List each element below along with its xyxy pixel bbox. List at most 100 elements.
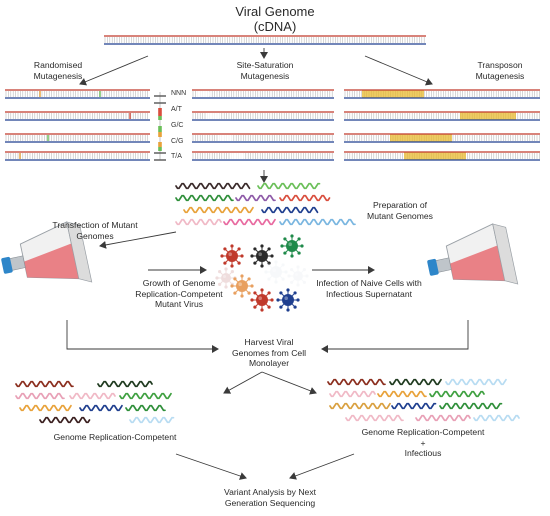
harvest-line-1: Harvest Viral: [244, 337, 294, 347]
left-pool-line-1: Genome Replication-Competent: [53, 432, 177, 442]
right-pool-genome-4: [329, 390, 376, 398]
right-pool-genome-5: [377, 390, 427, 398]
arrow-to-randomised: [79, 55, 149, 86]
left-pool-genome-1: [15, 380, 74, 388]
virus-6: [230, 274, 254, 298]
site-saturation-dna-2: [192, 111, 334, 121]
title-line-2: (cDNA): [253, 19, 297, 34]
label-site-saturation-mutagenesis: Site-Saturation Mutagenesis: [210, 60, 320, 81]
flask-left-icon: [1, 221, 93, 283]
diagram-title: Viral Genome (cDNA): [175, 4, 375, 34]
key-g-c: G/C: [171, 122, 184, 129]
label-harvest: Harvest Viral Genomes from Cell Monolaye…: [214, 337, 324, 369]
label-growth: Growth of Genome Replication-Competent M…: [116, 278, 242, 310]
arrow-harvest-to-left-pool: [223, 371, 263, 394]
arrow-right-pool-to-ngs: [289, 453, 355, 480]
left-pool-genome-6: [19, 404, 72, 412]
label-preparation: Preparation of Mutant Genomes: [348, 200, 452, 221]
site-saturation-dna-3: [192, 133, 334, 143]
transposon-line-1: Transposon: [477, 60, 523, 70]
title-line-1: Viral Genome: [235, 4, 315, 19]
arrow-harvest-to-right-pool: [261, 371, 317, 395]
randomised-dna-2: [5, 111, 150, 121]
site-saturation-line-1: Site-Saturation: [236, 60, 294, 70]
prep-genome-6: [183, 206, 254, 214]
infection-line-1: Infection of Naive Cells with: [316, 278, 422, 288]
prep-genome-10: [279, 218, 356, 226]
prep-genome-4: [235, 194, 276, 202]
growth-line-3: Mutant Virus: [154, 299, 204, 309]
virus-particles: [215, 234, 309, 312]
virus-5: [264, 260, 288, 284]
transposon-dna-1: [344, 89, 540, 99]
infection-line-2: Infectious Supernatant: [326, 288, 412, 299]
label-variant-analysis: Variant Analysis by Next Generation Sequ…: [200, 487, 340, 508]
arrow-to-flask-left: [99, 231, 177, 249]
dna-strands: [5, 35, 540, 161]
final-line-2: Generation Sequencing: [224, 497, 316, 508]
virus-8: [276, 288, 300, 312]
right-pool-genome-11: [415, 414, 471, 422]
key-c-g: C/G: [171, 138, 184, 145]
randomised-dna-4: [5, 151, 150, 161]
key-nnn: NNN: [171, 90, 187, 97]
prep-genome-1: [175, 182, 251, 190]
right-pool-genome-2: [389, 378, 442, 386]
mutant-genome-pools: [15, 182, 520, 424]
flask-right-icon: [427, 223, 519, 285]
key-a-t: A/T: [171, 106, 182, 113]
randomised-dna-1: [5, 89, 150, 99]
virus-7: [250, 288, 274, 312]
transposon-dna-4: [344, 151, 540, 161]
left-pool-genome-7: [79, 404, 123, 412]
label-right-pool: Genome Replication-Competent + Infectiou…: [348, 427, 498, 459]
transposon-dna-2: [344, 111, 540, 121]
base-pair-key-ladder: [154, 92, 166, 161]
right-pool-genome-1: [327, 378, 386, 386]
virus-2: [250, 244, 274, 268]
arrow-to-transposon: [364, 55, 433, 86]
arrow-right-to-harvest: [321, 320, 469, 353]
left-pool-genome-8: [125, 404, 166, 412]
prep-genome-9: [223, 218, 276, 226]
site-saturation-dna-1: [192, 89, 334, 99]
site-saturation-dna-4: [192, 151, 334, 161]
right-pool-line-2: +: [420, 437, 426, 448]
right-pool-genome-10: [345, 414, 404, 422]
preparation-line-2: Mutant Genomes: [367, 210, 433, 221]
label-infection: Infection of Naive Cells with Infectious…: [304, 278, 434, 299]
left-pool-genome-4: [69, 392, 116, 400]
right-pool-genome-7: [329, 402, 391, 410]
right-pool-line-3: Infectious: [404, 448, 442, 458]
preparation-line-1: Preparation of: [373, 200, 427, 210]
left-pool-genome-3: [15, 392, 65, 400]
left-pool-genome-2: [97, 380, 153, 388]
randomised-dna-3: [5, 133, 150, 143]
final-line-1: Variant Analysis by Next: [223, 487, 317, 497]
arrow-left-to-harvest: [66, 320, 219, 353]
viral-genome-dna: [104, 35, 426, 45]
growth-line-2: Replication-Competent: [135, 288, 223, 299]
right-pool-genome-8: [391, 402, 437, 410]
site-saturation-line-2: Mutagenesis: [240, 70, 290, 81]
virus-9: [287, 265, 309, 287]
harvest-line-3: Monolayer: [248, 358, 290, 368]
left-pool-genome-9: [39, 416, 91, 424]
flow-arrows: [66, 48, 469, 480]
prep-genome-5: [279, 194, 331, 202]
transposon-dna-3: [344, 133, 540, 143]
label-transfection: Transfection of Mutant Genomes: [30, 220, 160, 241]
key-t-a: T/A: [171, 153, 182, 160]
harvest-line-2: Genomes from Cell: [231, 347, 307, 358]
transfection-line-1: Transfection of Mutant: [52, 220, 138, 230]
right-pool-genome-3: [445, 378, 507, 386]
virus-3: [280, 234, 304, 258]
growth-line-1: Growth of Genome: [142, 278, 216, 288]
left-pool-genome-5: [119, 392, 172, 400]
prep-genome-8: [175, 218, 222, 226]
transfection-line-2: Genomes: [76, 230, 114, 241]
right-pool-genome-6: [429, 390, 485, 398]
randomised-line-1: Randomised: [33, 60, 83, 70]
